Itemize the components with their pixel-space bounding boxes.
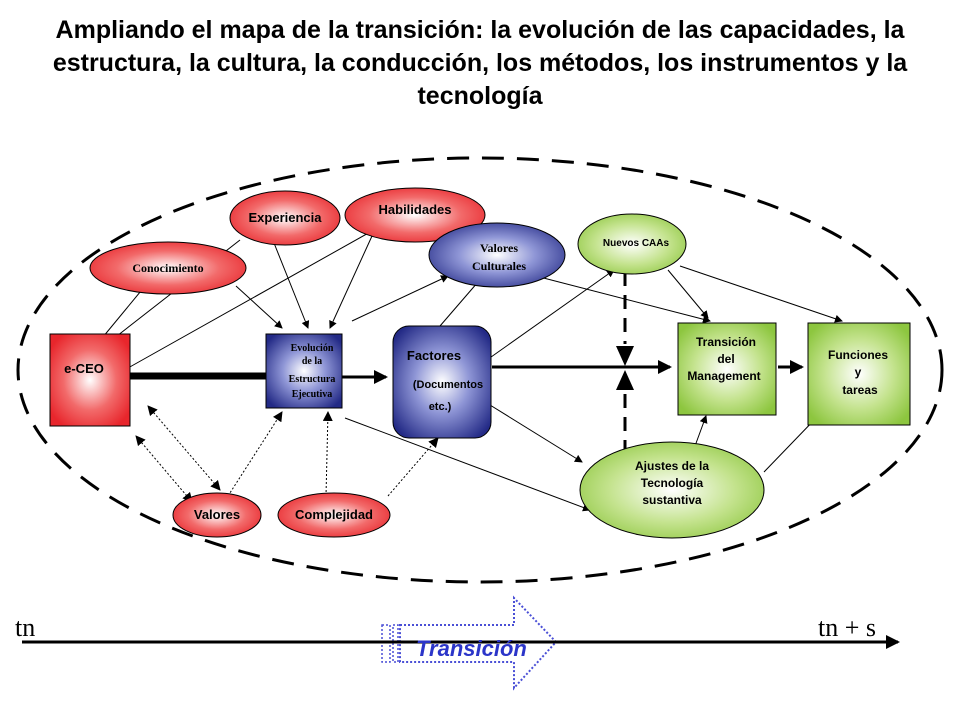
node-experiencia[interactable]: Experiencia xyxy=(229,190,341,246)
node-valores[interactable]: Valores xyxy=(172,492,262,538)
label-ajustes-1: Ajustes de la xyxy=(635,459,709,473)
label-valores-culturales-2: Culturales xyxy=(472,259,526,273)
dotted-arrows xyxy=(135,405,439,503)
node-e-ceo[interactable]: e-CEO xyxy=(49,333,131,427)
dotted-arrow-valores-evolucion xyxy=(227,411,283,497)
node-evolucion-estructura[interactable]: Evolución de la Estructura Ejecutiva xyxy=(265,333,343,409)
node-complejidad[interactable]: Complejidad xyxy=(277,492,391,538)
arrow-habilidades-to-evolucion xyxy=(329,235,373,329)
arrow-valores-culturales-to-transicion xyxy=(527,273,711,324)
label-conocimiento: Conocimiento xyxy=(132,261,203,275)
arrow-eceo-to-habilidades xyxy=(127,221,389,369)
label-funciones-2: y xyxy=(855,365,862,379)
node-habilidades[interactable]: Habilidades xyxy=(344,187,486,243)
arrow-conocimiento-to-evolucion xyxy=(235,285,283,329)
arrow-experiencia-to-evolucion xyxy=(271,237,310,329)
label-complejidad: Complejidad xyxy=(295,507,373,522)
dotted-arrow-valores-eceo xyxy=(135,435,193,503)
label-evolucion-1: Evolución xyxy=(291,343,334,354)
arrow-evolucion-to-ajustes xyxy=(344,417,591,512)
timeline-end-label: tn + s xyxy=(818,613,876,642)
dotted-arrow-complejidad-evolucion xyxy=(322,411,333,497)
label-evolucion-4: Ejecutiva xyxy=(292,389,333,400)
boundary-dashed-ellipse xyxy=(16,156,944,584)
arrow-nuevos-caas-to-funciones xyxy=(679,265,843,323)
label-experiencia: Experiencia xyxy=(249,210,323,225)
label-factores-2: (Documentos xyxy=(413,379,483,391)
label-ajustes-2: Tecnología xyxy=(641,476,704,490)
dotted-arrow-valores-eceo-2 xyxy=(147,405,221,491)
timeline: tn tn + s Transición xyxy=(15,595,900,691)
label-factores-3: etc.) xyxy=(429,401,452,413)
label-nuevos-caas: Nuevos CAAs xyxy=(603,238,670,249)
dotted-arrow-complejidad-factores xyxy=(387,437,439,497)
transition-stripe-1 xyxy=(381,624,391,663)
arrow-evolucion-to-valores-culturales xyxy=(351,275,449,322)
label-evolucion-2: de la xyxy=(302,356,322,367)
timeline-start-label: tn xyxy=(15,613,35,642)
label-transicion-2: del xyxy=(717,352,734,366)
node-conocimiento[interactable]: Conocimiento xyxy=(89,241,247,295)
node-funciones-tareas[interactable]: Funciones y tareas xyxy=(807,322,911,426)
triangle-down xyxy=(616,346,634,366)
node-ajustes-tecnologia[interactable]: Ajustes de la Tecnología sustantiva xyxy=(579,441,765,539)
arrow-factores-to-nuevos-caas xyxy=(483,269,615,363)
arrow-factores-to-ajustes xyxy=(489,404,583,463)
label-factores-1: Factores xyxy=(407,348,461,363)
label-valores-culturales-1: Valores xyxy=(480,241,518,255)
node-valores-culturales[interactable]: Valores Culturales xyxy=(428,222,566,288)
label-habilidades: Habilidades xyxy=(379,202,452,217)
node-nuevos-caas[interactable]: Nuevos CAAs xyxy=(577,213,687,275)
label-ajustes-3: sustantiva xyxy=(642,493,702,507)
label-transicion-3: Management xyxy=(687,369,760,383)
label-e-ceo: e-CEO xyxy=(64,361,104,376)
label-valores: Valores xyxy=(194,507,240,522)
label-funciones-1: Funciones xyxy=(828,348,888,362)
triangle-up xyxy=(616,370,634,390)
label-funciones-3: tareas xyxy=(842,383,878,397)
label-transicion-1: Transición xyxy=(696,335,756,349)
line-factores-to-valores-culturales xyxy=(439,281,479,327)
node-factores[interactable]: Factores (Documentos etc.) xyxy=(392,325,492,439)
label-evolucion-3: Estructura xyxy=(289,374,336,385)
page-title: Ampliando el mapa de la transición: la e… xyxy=(52,16,908,110)
node-transicion-management[interactable]: Transición del Management xyxy=(677,322,777,416)
transition-label: Transición xyxy=(416,636,527,661)
arrow-nuevos-caas-to-transicion xyxy=(667,269,709,319)
arrow-ajustes-to-transicion xyxy=(694,415,708,447)
